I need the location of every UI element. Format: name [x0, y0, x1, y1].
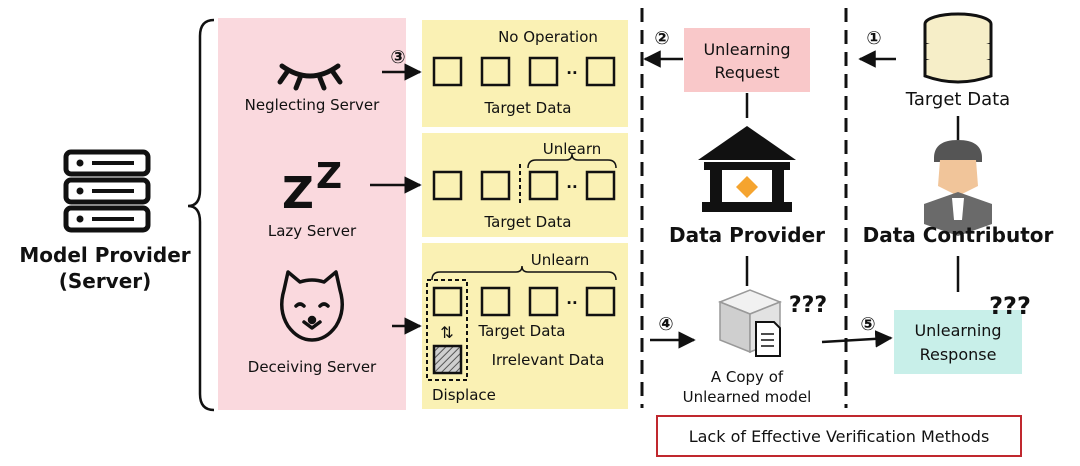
data-blocks-neglect — [432, 56, 616, 87]
dots-lazy: ·· — [566, 178, 577, 196]
dots-neglect: ·· — [566, 64, 577, 82]
server-types-panel — [218, 18, 406, 410]
person-icon — [924, 140, 992, 236]
displace-label: Displace — [432, 386, 496, 404]
neglect-panel — [422, 20, 628, 127]
response-line2: Response — [920, 345, 997, 364]
lazy-server-label: Lazy Server — [268, 222, 357, 240]
step-2-badge: ② — [654, 28, 669, 49]
data-provider-label: Data Provider — [669, 223, 825, 247]
unlearning-response-box — [894, 310, 1022, 374]
unlearning-request-box — [684, 28, 810, 92]
swap-arrows-icon: ⇅ — [440, 323, 453, 342]
model-provider-subtitle: (Server) — [59, 269, 152, 293]
data-contributor-label: Data Contributor — [863, 223, 1054, 247]
question-marks-copy: ??? — [789, 293, 827, 318]
step-5-badge: ⑤ — [860, 314, 875, 335]
unlearn-brace-deceive — [431, 265, 617, 281]
model-box-icon — [717, 289, 783, 357]
target-data-title: Target Data — [905, 89, 1010, 110]
svg-text:Z: Z — [316, 156, 342, 197]
deceiving-server-label: Deceiving Server — [248, 358, 377, 376]
unlearn-brace-lazy — [527, 153, 617, 169]
irrelevant-data-block — [432, 344, 463, 375]
unlearn-caption-lazy: Unlearn — [543, 140, 601, 158]
fox-icon — [280, 270, 344, 342]
request-line1: Unlearning — [703, 40, 790, 59]
copy-line2: Unlearned model — [683, 388, 812, 406]
target-data-label-deceive: Target Data — [478, 322, 566, 340]
copy-line1: A Copy of — [711, 368, 784, 386]
verification-callout — [656, 415, 1022, 457]
step-4-badge: ④ — [658, 314, 673, 335]
sleep-zz-icon: Z Z — [282, 156, 342, 219]
curly-brace — [187, 18, 215, 412]
no-operation-caption: No Operation — [498, 28, 598, 46]
neglecting-server-label: Neglecting Server — [245, 96, 380, 114]
step-1-badge: ① — [866, 28, 881, 49]
dots-deceive: ·· — [566, 294, 577, 312]
data-blocks-lazy — [432, 170, 616, 201]
target-data-label-lazy: Target Data — [484, 213, 572, 231]
svg-text:Z: Z — [282, 168, 314, 219]
response-line1: Unlearning — [914, 321, 1001, 340]
unlearn-caption-deceive: Unlearn — [531, 251, 589, 269]
question-marks-response: ??? — [989, 292, 1031, 320]
model-provider-title: Model Provider — [19, 243, 190, 267]
irrelevant-data-label: Irrelevant Data — [492, 351, 605, 369]
closed-eye-icon — [277, 63, 343, 91]
request-line2: Request — [715, 63, 780, 82]
lazy-panel — [422, 133, 628, 237]
data-blocks-deceive — [432, 286, 616, 317]
database-icon — [923, 12, 993, 84]
verification-callout-text: Lack of Effective Verification Methods — [689, 427, 990, 446]
target-data-label-neglect: Target Data — [484, 99, 572, 117]
arrow-copy-to-response — [821, 330, 893, 348]
bank-building-icon — [698, 126, 796, 212]
step-3-badge: ③ — [390, 47, 405, 68]
server-rack-icon — [63, 149, 151, 233]
